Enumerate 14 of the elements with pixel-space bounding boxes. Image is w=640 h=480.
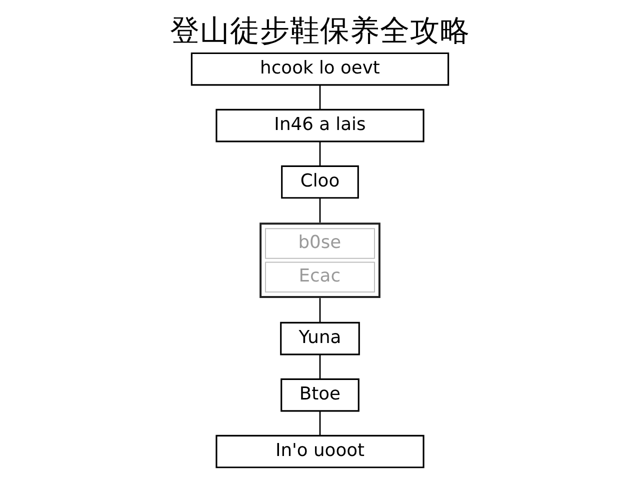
node-box: Btoe <box>280 378 360 412</box>
connector <box>319 198 321 222</box>
connector <box>319 298 321 323</box>
connector <box>319 84 321 110</box>
node-box: Cloo <box>281 165 359 199</box>
connector <box>319 410 321 436</box>
node-box: Yuna <box>280 322 360 356</box>
node-box: In46 a lais <box>216 108 424 142</box>
node-box: hcook lo oevt <box>190 52 450 86</box>
diagram-title: 登山徒步鞋保养全攻略 <box>170 13 470 48</box>
node-box: b0se Ecac <box>260 222 380 298</box>
node-box: In'o uooot <box>216 434 424 468</box>
connector <box>319 141 321 166</box>
connector <box>319 354 321 380</box>
